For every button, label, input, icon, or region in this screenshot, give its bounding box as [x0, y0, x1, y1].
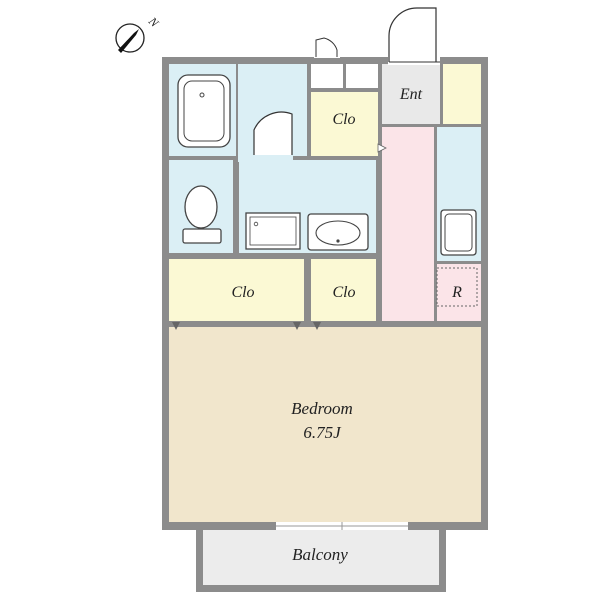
- washing-machine-pan: [245, 212, 301, 250]
- closet-mid-left: [169, 259, 304, 321]
- closet-top-label: Clo: [332, 111, 355, 128]
- shoe-closet: [443, 64, 481, 124]
- wash-basin-icon: [307, 213, 369, 251]
- closet-door-marker: [172, 322, 180, 330]
- compass-ring: [115, 23, 145, 53]
- entrance-label: Ent: [399, 86, 423, 103]
- compass-needle-icon: [118, 29, 139, 53]
- refrigerator-label: R: [451, 284, 462, 301]
- storage-box-right: [346, 64, 378, 88]
- toilet-icon: [182, 185, 222, 244]
- compass-north-label: N: [145, 14, 162, 31]
- fridge-space: [437, 264, 481, 321]
- storage-box-left: [311, 64, 343, 88]
- closet-top: [311, 92, 378, 156]
- bedroom-label: Bedroom: [291, 399, 353, 418]
- entrance-door-gap: [388, 55, 440, 65]
- closet-mid-right: [311, 259, 376, 321]
- bedroom-size-label: 6.75J: [303, 423, 342, 442]
- closet-mid-right-label: Clo: [332, 284, 355, 301]
- closet-door-marker: [293, 322, 301, 330]
- balcony: [203, 530, 439, 585]
- closet-door-marker: [313, 322, 321, 330]
- bathtub: [177, 74, 231, 148]
- entrance-door-swing: [388, 7, 437, 62]
- bedroom: [169, 327, 481, 522]
- drain-icon: [199, 92, 205, 98]
- closet-door-marker: [377, 143, 387, 153]
- balcony-label: Balcony: [292, 545, 348, 564]
- closet-mid-left-label: Clo: [231, 284, 254, 301]
- entrance: [382, 64, 440, 124]
- washroom-door-swing: [253, 111, 293, 155]
- storage-door-swing: [315, 37, 338, 57]
- kitchen-sink-icon: [440, 209, 477, 256]
- compass: N: [115, 14, 162, 53]
- kitchen-floor: [382, 127, 434, 321]
- refrigerator-space: [436, 267, 478, 307]
